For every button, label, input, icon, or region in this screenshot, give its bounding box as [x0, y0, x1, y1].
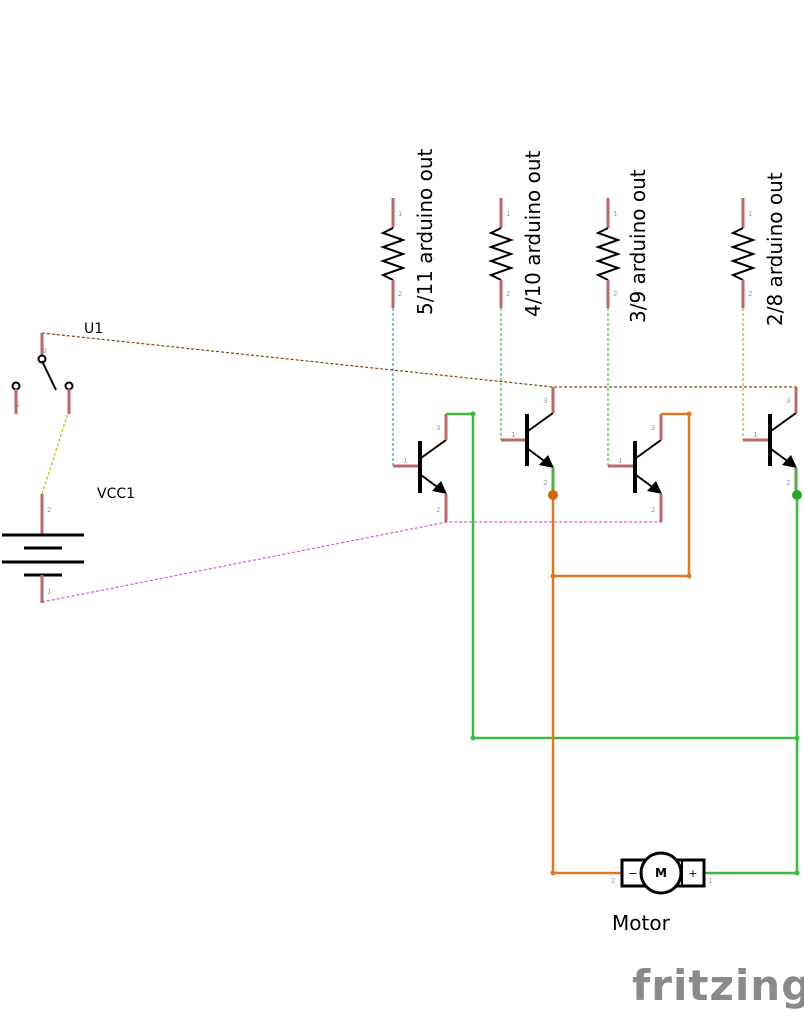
pin-number: 1	[398, 210, 402, 218]
motor-minus: −	[628, 867, 637, 880]
transistor-q3[interactable]: 1 3 2	[608, 414, 663, 522]
pin-number: 2	[398, 290, 402, 298]
pin-number: 1	[613, 210, 617, 218]
switch-label: U1	[84, 321, 103, 337]
motor-label: Motor	[612, 911, 671, 935]
transistor-q4[interactable]: 1 3 2	[743, 387, 798, 495]
resistor-r2[interactable]: 1 2	[487, 198, 515, 308]
pin-number: 3	[651, 424, 655, 432]
pin-number: 2	[786, 479, 790, 487]
pin-number: 2	[543, 479, 547, 487]
motor-symbol: M	[655, 866, 667, 880]
wire-green-left	[446, 412, 797, 740]
pin-number: 7	[17, 400, 21, 408]
resistor-r4[interactable]: 1 2	[729, 198, 757, 308]
pin-number: 1	[506, 210, 510, 218]
motor[interactable]: M − + 2 1	[611, 851, 712, 895]
wire-orange-loop	[553, 412, 691, 578]
pin-number: 1	[708, 877, 712, 885]
resistor-r3[interactable]: 1 2	[594, 198, 622, 308]
pin-number: 3	[436, 424, 440, 432]
resistor-label-1: 5/11 arduino out	[413, 148, 437, 315]
pin-number: 2	[748, 290, 752, 298]
pin-number: 2	[651, 506, 655, 514]
fritzing-logo: fritzing	[632, 961, 804, 1010]
wire-green-right	[705, 495, 799, 875]
transistor-q2[interactable]: 1 3 2	[501, 387, 555, 495]
pin-number: 2	[506, 290, 510, 298]
resistor-label-4: 2/8 arduino out	[763, 172, 787, 326]
pin-number: 1	[403, 457, 407, 465]
battery-label: VCC1	[97, 486, 135, 502]
pin-number: 2	[436, 506, 440, 514]
pin-number: 3	[786, 397, 790, 405]
pin-number: 1	[753, 431, 757, 439]
transistor-q1[interactable]: 1 3 2	[393, 414, 448, 522]
pin-number: 1	[618, 457, 622, 465]
pin-number: 1	[511, 431, 515, 439]
resistor-label-2: 4/10 arduino out	[521, 150, 545, 317]
pin-number: 1	[47, 588, 51, 596]
battery-vcc1[interactable]: 2 1	[2, 494, 84, 603]
pin-number: 2	[47, 506, 51, 514]
junction-dots	[470, 411, 802, 876]
motor-plus: +	[688, 867, 697, 880]
solid-wires	[446, 412, 799, 875]
pin-number: 2	[613, 290, 617, 298]
pin-number: 1	[748, 210, 752, 218]
resistor-r1[interactable]: 1 2	[379, 198, 407, 308]
pin-number: 2	[611, 877, 615, 885]
pin-number: 6	[42, 346, 47, 354]
wire-orange-motor	[551, 495, 621, 875]
pin-number: 3	[543, 397, 547, 405]
switch-u1[interactable]: 6 7	[11, 333, 74, 414]
resistor-label-3: 3/9 arduino out	[626, 169, 650, 323]
